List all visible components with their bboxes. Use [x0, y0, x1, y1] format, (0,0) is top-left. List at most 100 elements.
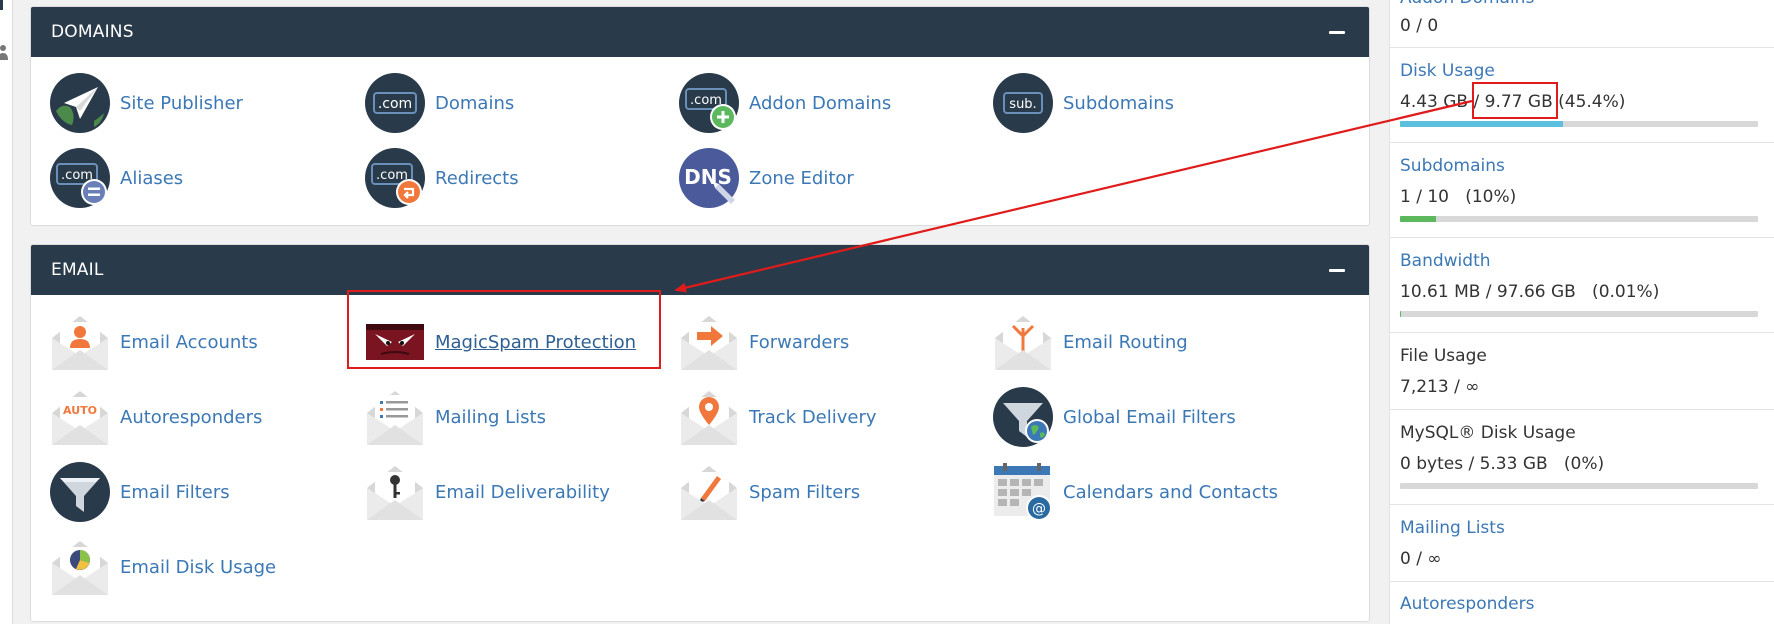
stat-disk-total: 9.77 GB	[1484, 92, 1553, 112]
stat-mailing-lists-name[interactable]: Mailing Lists	[1400, 518, 1505, 538]
domains-panel-header[interactable]: DOMAINS	[31, 7, 1369, 57]
stat-addon-domains: Addon Domains 0 / 0	[1390, 0, 1774, 48]
bandwidth-progress	[1400, 311, 1758, 317]
stat-subdomains-value: 1 / 10 (10%)	[1400, 187, 1517, 207]
email-filters-link[interactable]: Email Filters	[50, 462, 230, 522]
email-deliverability-icon	[367, 466, 423, 520]
subdomains-fill	[1400, 216, 1436, 222]
stat-bandwidth-name[interactable]: Bandwidth	[1400, 251, 1491, 271]
stat-file-usage: File Usage 7,213 / ∞	[1390, 333, 1774, 410]
collapse-icon[interactable]	[1329, 268, 1345, 272]
email-panel-title: EMAIL	[51, 260, 104, 280]
email-routing-label: Email Routing	[1063, 331, 1188, 353]
track-delivery-icon	[681, 391, 737, 445]
email-panel-header[interactable]: EMAIL	[31, 245, 1369, 295]
stat-bandwidth-value: 10.61 MB / 97.66 GB (0.01%)	[1400, 282, 1660, 302]
email-disk-usage-link[interactable]: Email Disk Usage	[50, 537, 276, 597]
forwarders-link[interactable]: Forwarders	[679, 312, 849, 372]
site-publisher-label: Site Publisher	[120, 92, 243, 114]
aliases-link[interactable]: .com Aliases	[50, 148, 183, 208]
domains-panel: DOMAINS Site Publisher .com	[30, 6, 1370, 226]
addon-domains-icon: .com	[679, 73, 739, 133]
magicspam-icon	[366, 324, 424, 360]
autoresponders-link[interactable]: AUTO Autoresponders	[50, 387, 262, 447]
nav-indicator	[0, 0, 3, 10]
bandwidth-fill	[1400, 311, 1402, 317]
svg-text:AUTO: AUTO	[63, 404, 97, 417]
autoresponders-label: Autoresponders	[120, 406, 263, 428]
stat-mysql-value: 0 bytes / 5.33 GB (0%)	[1400, 454, 1605, 474]
track-delivery-link[interactable]: Track Delivery	[679, 387, 877, 447]
subdomains-label: Subdomains	[1063, 92, 1175, 114]
email-accounts-icon	[52, 316, 108, 370]
zone-editor-link[interactable]: DNS Zone Editor	[679, 148, 854, 208]
calendars-contacts-icon: @	[994, 463, 1052, 521]
email-deliverability-link[interactable]: Email Deliverability	[365, 462, 610, 522]
stat-subdomains: Subdomains 1 / 10 (10%)	[1390, 143, 1774, 238]
zone-editor-label: Zone Editor	[749, 167, 854, 189]
spam-filters-icon	[681, 466, 737, 520]
mysql-progress	[1400, 483, 1758, 489]
redirects-icon: .com	[365, 148, 425, 208]
collapse-icon[interactable]	[1329, 30, 1345, 34]
stat-disk-usage-name[interactable]: Disk Usage	[1400, 61, 1495, 81]
stat-mysql-disk-usage: MySQL® Disk Usage 0 bytes / 5.33 GB (0%)	[1390, 410, 1774, 505]
global-email-filters-link[interactable]: Global Email Filters	[993, 387, 1236, 447]
domains-label: Domains	[435, 92, 515, 114]
email-routing-link[interactable]: Email Routing	[993, 312, 1188, 372]
svg-text:DNS: DNS	[684, 165, 732, 189]
svg-text:.com: .com	[376, 168, 408, 183]
email-panel: EMAIL Email Accounts	[30, 244, 1370, 622]
email-filters-icon	[50, 462, 110, 522]
addon-domains-link[interactable]: .com Addon Domains	[679, 73, 891, 133]
stat-disk-used: 4.43 GB	[1400, 92, 1469, 112]
stat-disk-percent: (45.4%)	[1558, 92, 1626, 112]
stats-sidebar: Addon Domains 0 / 0 Disk Usage 4.43 GB /…	[1389, 0, 1774, 624]
subdomains-progress	[1400, 216, 1758, 222]
stat-mysql-name: MySQL® Disk Usage	[1400, 423, 1576, 443]
forwarders-label: Forwarders	[749, 331, 850, 353]
svg-text:.com: .com	[61, 168, 93, 183]
subdomains-icon: sub.	[993, 73, 1053, 133]
email-accounts-link[interactable]: Email Accounts	[50, 312, 258, 372]
stat-addon-domains-name[interactable]: Addon Domains	[1400, 0, 1534, 8]
aliases-icon: .com	[50, 148, 110, 208]
email-disk-usage-icon	[52, 541, 108, 595]
magicspam-protection-link[interactable]: MagicSpam Protection	[365, 312, 636, 372]
stat-autoresponders-name[interactable]: Autoresponders	[1400, 594, 1535, 614]
spam-filters-label: Spam Filters	[749, 481, 861, 503]
forwarders-icon	[681, 316, 737, 370]
redirects-link[interactable]: .com Redirects	[365, 148, 519, 208]
mailing-lists-label: Mailing Lists	[435, 406, 546, 428]
svg-text:.com: .com	[378, 96, 412, 112]
stat-subdomains-name[interactable]: Subdomains	[1400, 156, 1505, 176]
spam-filters-link[interactable]: Spam Filters	[679, 462, 860, 522]
email-disk-usage-label: Email Disk Usage	[120, 556, 277, 578]
domains-panel-title: DOMAINS	[51, 22, 134, 42]
stat-autoresponders: Autoresponders	[1390, 582, 1774, 624]
mailing-lists-link[interactable]: Mailing Lists	[365, 387, 546, 447]
stat-file-usage-name: File Usage	[1400, 346, 1487, 366]
site-publisher-link[interactable]: Site Publisher	[50, 73, 243, 133]
stat-file-usage-value: 7,213 / ∞	[1400, 377, 1480, 397]
stat-mailing-lists-value: 0 / ∞	[1400, 549, 1442, 569]
mailing-lists-icon	[367, 391, 423, 445]
track-delivery-label: Track Delivery	[749, 406, 877, 428]
calendars-contacts-link[interactable]: @ Calendars and Contacts	[993, 462, 1278, 522]
email-routing-icon	[995, 316, 1051, 370]
email-filters-label: Email Filters	[120, 481, 230, 503]
global-email-filters-icon	[993, 387, 1053, 447]
disk-usage-fill	[1400, 121, 1563, 127]
left-nav-strip	[0, 0, 13, 624]
stat-disk-usage: Disk Usage 4.43 GB / 9.77 GB (45.4%)	[1390, 48, 1774, 143]
domains-link[interactable]: .com Domains	[365, 73, 514, 133]
user-icon[interactable]	[0, 44, 10, 60]
domains-icon: .com	[365, 73, 425, 133]
redirects-label: Redirects	[435, 167, 519, 189]
addon-domains-label: Addon Domains	[749, 92, 892, 114]
stat-disk-separator: /	[1468, 92, 1485, 112]
stat-bandwidth: Bandwidth 10.61 MB / 97.66 GB (0.01%)	[1390, 238, 1774, 333]
subdomains-link[interactable]: sub. Subdomains	[993, 73, 1174, 133]
magicspam-protection-label: MagicSpam Protection	[435, 331, 637, 353]
